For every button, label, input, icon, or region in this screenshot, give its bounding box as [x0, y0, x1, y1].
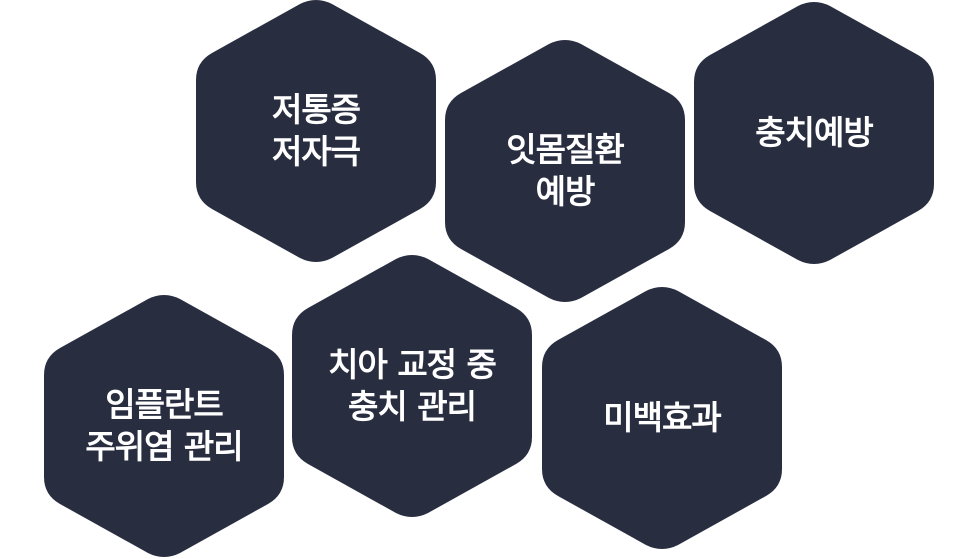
hexagon-whitening-effect: 미백효과 [542, 285, 782, 551]
hexagon-orthodontic-cavity-care: 치아 교정 중 충치 관리 [292, 253, 532, 519]
hexagon-shape [542, 287, 782, 549]
hexagon-shape [196, 0, 436, 262]
hexagon-shape [694, 2, 934, 264]
hexagon-low-pain: 저통증 저자극 [196, 0, 436, 264]
hexagon-shape [445, 40, 685, 302]
hexagon-label: 저통증 저자극 [271, 89, 361, 171]
hexagon-shape [44, 295, 284, 557]
hexagon-label: 잇몸질환 예방 [506, 129, 624, 211]
hexagon-label: 임플란트 주위염 관리 [85, 384, 243, 466]
hexagon-gum-disease-prevention: 잇몸질환 예방 [445, 38, 685, 304]
hexagon-shape [292, 255, 532, 517]
hexagon-label: 치아 교정 중 충치 관리 [328, 344, 497, 426]
hexagon-peri-implantitis-care: 임플란트 주위염 관리 [44, 293, 284, 559]
hexagon-cavity-prevention: 충치예방 [694, 0, 934, 266]
hexagon-label: 충치예방 [755, 112, 873, 152]
hexagon-label: 미백효과 [603, 397, 721, 437]
